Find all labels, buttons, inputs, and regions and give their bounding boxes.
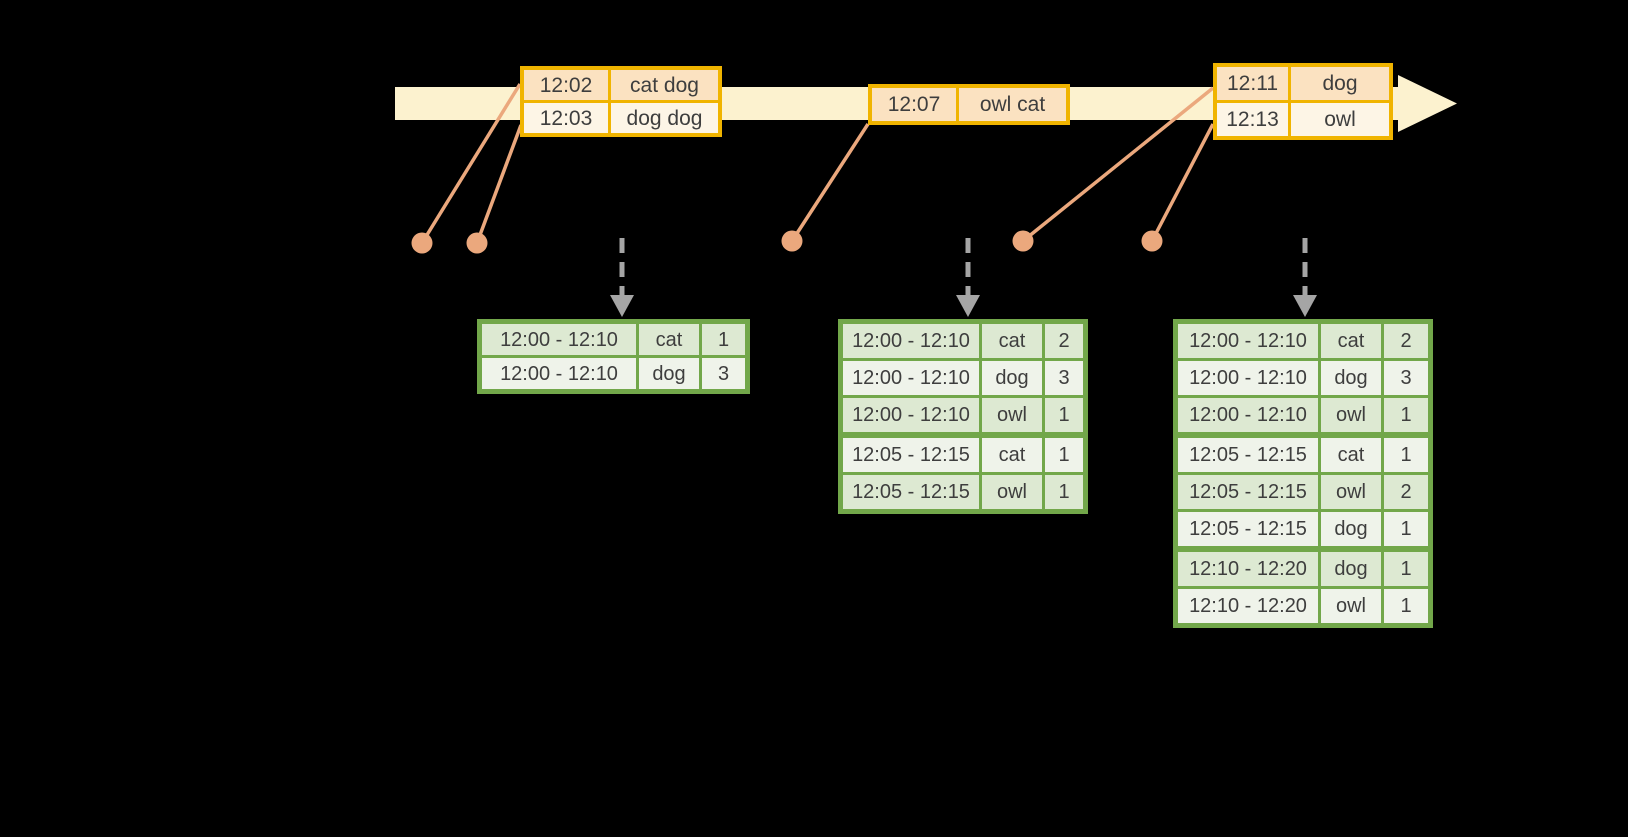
cell-window: 12:10 - 12:20 <box>1178 589 1318 623</box>
event-dot-icon <box>466 232 488 254</box>
cell-count: 1 <box>1384 438 1428 472</box>
cell-word: owl <box>1321 589 1381 623</box>
cell-count: 3 <box>1045 361 1083 395</box>
cell-count: 3 <box>1384 361 1428 395</box>
cell-word: cat <box>1321 438 1381 472</box>
cell-words: dog dog <box>611 103 718 133</box>
cell-count: 1 <box>702 324 745 355</box>
cell-time: 12:02 <box>524 70 608 100</box>
cell-window: 12:05 - 12:15 <box>1178 438 1318 472</box>
cell-window: 12:00 - 12:10 <box>1178 361 1318 395</box>
event-dot-icon <box>781 230 803 252</box>
cell-word: cat <box>982 324 1042 358</box>
event-dot-icon <box>1012 230 1034 252</box>
cell-window: 12:05 - 12:15 <box>1178 512 1318 546</box>
cell-words: cat dog <box>611 70 718 100</box>
trigger-arrow-icon <box>956 238 980 317</box>
cell-word: cat <box>1321 324 1381 358</box>
cell-time: 12:07 <box>872 88 956 121</box>
cell-count: 3 <box>702 358 745 389</box>
cell-word: owl <box>1321 398 1381 432</box>
cell-words: owl <box>1291 103 1389 136</box>
cell-words: owl cat <box>959 88 1066 121</box>
cell-window: 12:05 - 12:15 <box>843 475 979 509</box>
event-dot-icon <box>1141 230 1163 252</box>
cell-word: dog <box>1321 512 1381 546</box>
cell-count: 1 <box>1384 398 1428 432</box>
cell-word: cat <box>639 324 699 355</box>
cell-count: 1 <box>1384 589 1428 623</box>
cell-window: 12:00 - 12:10 <box>482 358 636 389</box>
cell-count: 1 <box>1384 552 1428 586</box>
cell-window: 12:10 - 12:20 <box>1178 552 1318 586</box>
trigger-arrow-icon <box>610 238 634 317</box>
cell-window: 12:00 - 12:10 <box>482 324 636 355</box>
connector-line <box>420 83 522 244</box>
connector-line <box>1150 123 1215 242</box>
cell-word: owl <box>1321 475 1381 509</box>
cell-word: dog <box>639 358 699 389</box>
connector-line <box>475 124 523 244</box>
cell-window: 12:00 - 12:10 <box>843 324 979 358</box>
cell-word: owl <box>982 475 1042 509</box>
cell-count: 1 <box>1045 398 1083 432</box>
cell-word: dog <box>1321 361 1381 395</box>
cell-count: 1 <box>1045 438 1083 472</box>
connector-line <box>790 123 870 242</box>
cell-word: cat <box>982 438 1042 472</box>
cell-words: dog <box>1291 67 1389 100</box>
cell-window: 12:05 - 12:15 <box>1178 475 1318 509</box>
cell-word: dog <box>1321 552 1381 586</box>
event-dot-icon <box>411 232 433 254</box>
cell-time: 12:13 <box>1217 103 1288 136</box>
cell-count: 1 <box>1045 475 1083 509</box>
cell-time: 12:11 <box>1217 67 1288 100</box>
cell-count: 1 <box>1384 512 1428 546</box>
cell-count: 2 <box>1045 324 1083 358</box>
cell-word: owl <box>982 398 1042 432</box>
cell-window: 12:00 - 12:10 <box>1178 324 1318 358</box>
cell-count: 2 <box>1384 324 1428 358</box>
cell-time: 12:03 <box>524 103 608 133</box>
cell-window: 12:00 - 12:10 <box>843 361 979 395</box>
cell-window: 12:00 - 12:10 <box>843 398 979 432</box>
cell-count: 2 <box>1384 475 1428 509</box>
cell-window: 12:00 - 12:10 <box>1178 398 1318 432</box>
trigger-arrow-icon <box>1293 238 1317 317</box>
cell-word: dog <box>982 361 1042 395</box>
cell-window: 12:05 - 12:15 <box>843 438 979 472</box>
connector-line <box>1021 86 1215 243</box>
timeline-arrowhead-icon <box>1398 75 1457 132</box>
